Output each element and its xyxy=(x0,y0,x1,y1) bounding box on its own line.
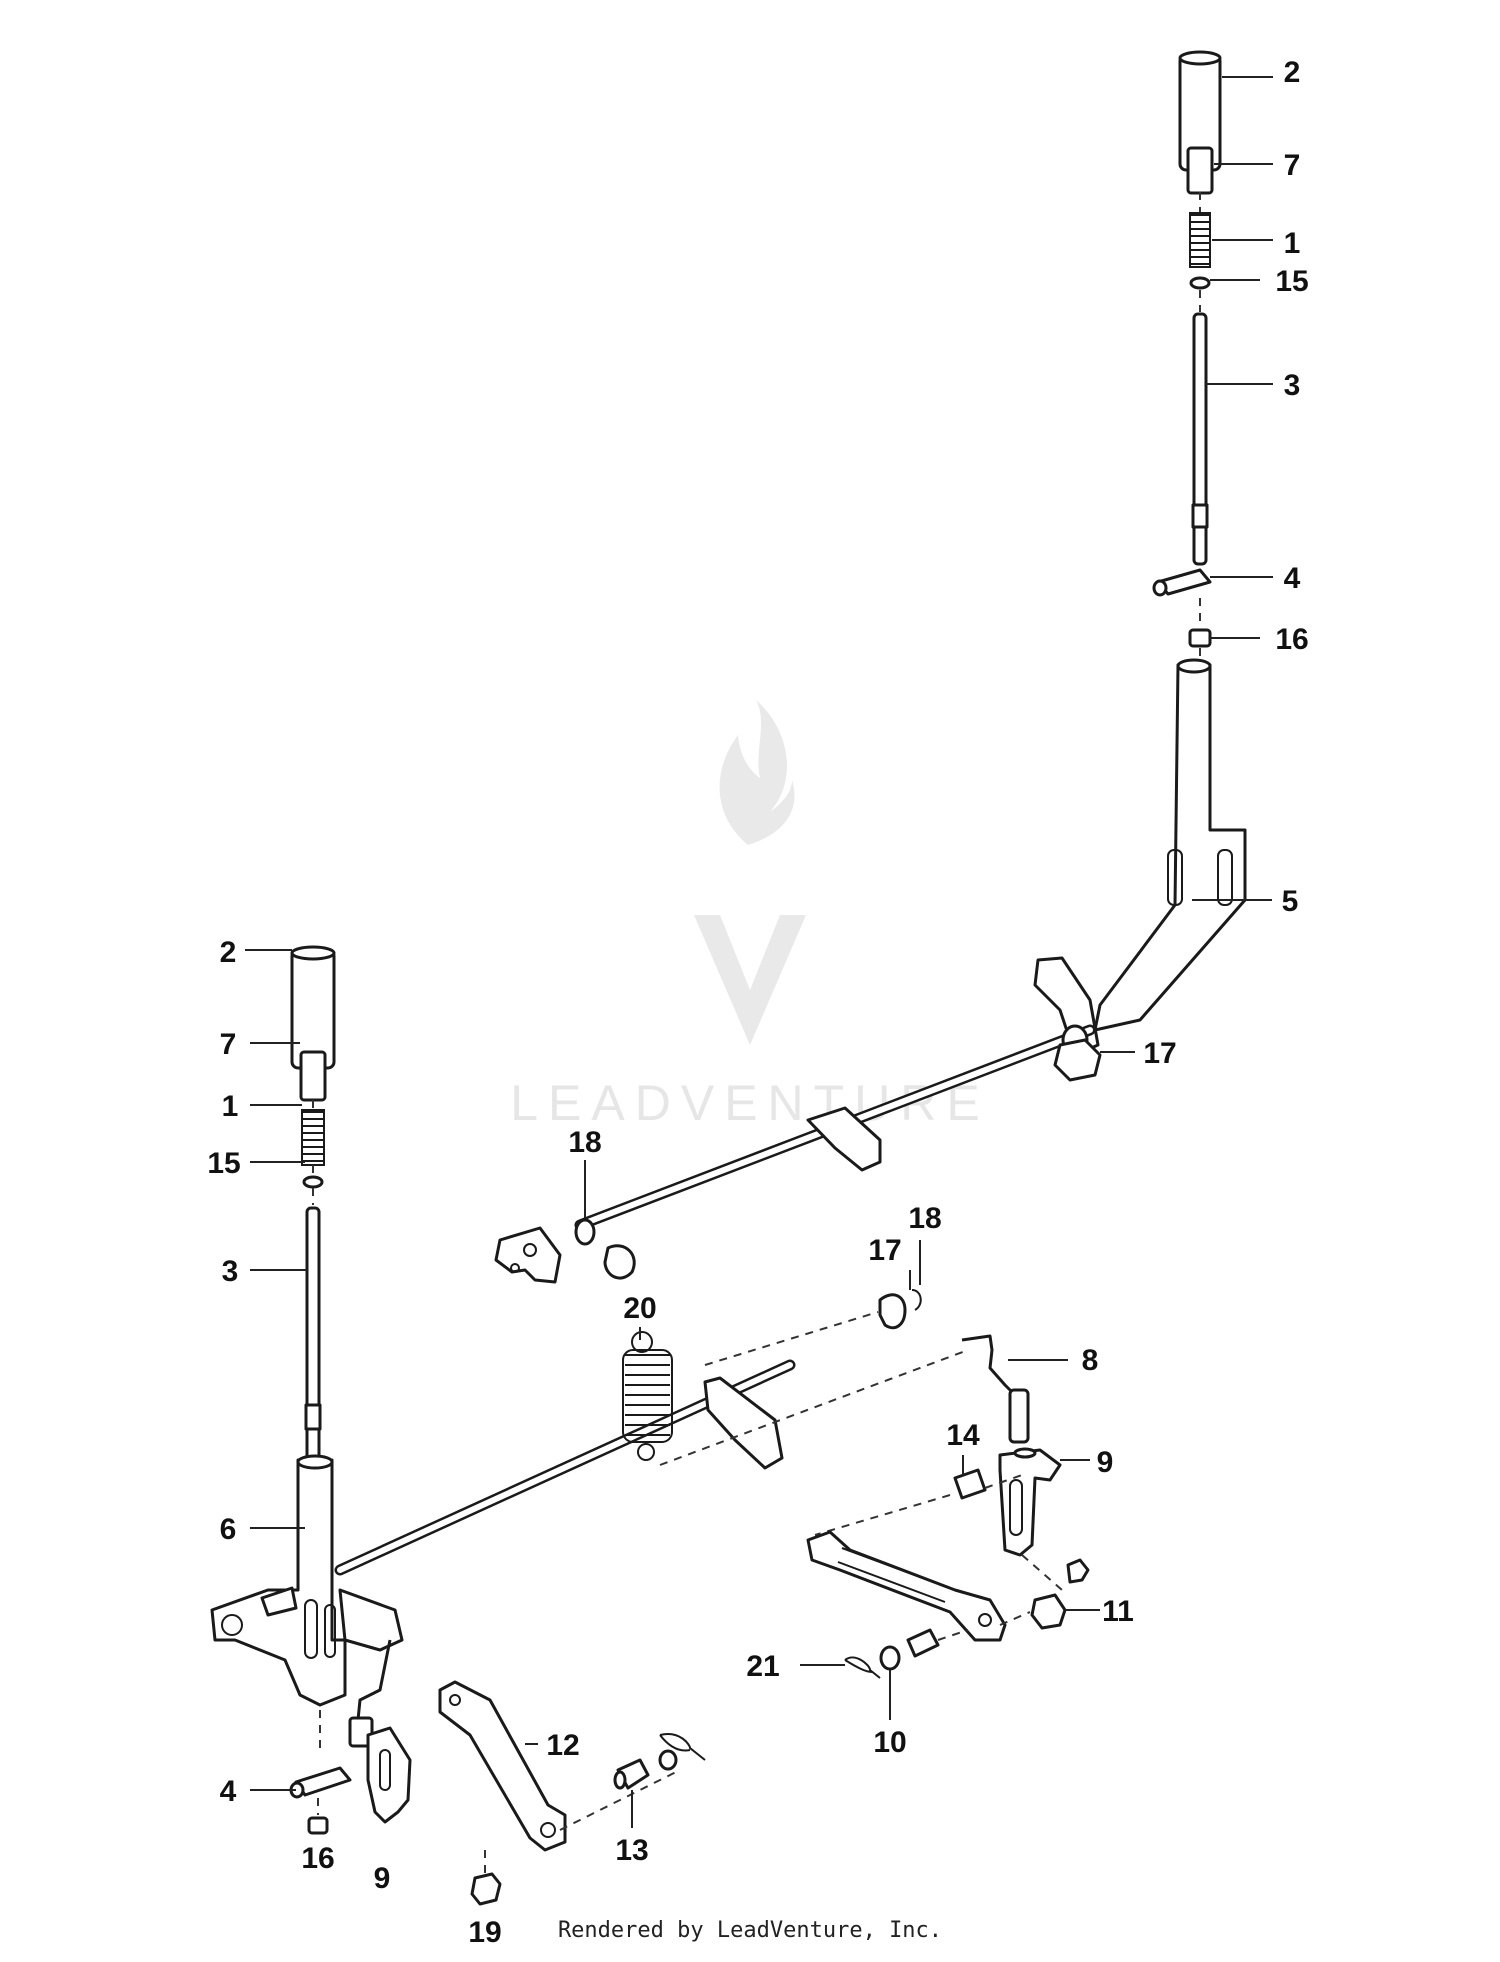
right-washer-part xyxy=(1189,276,1211,290)
callout-r7: 7 xyxy=(1284,149,1301,182)
hex-nut-17-part xyxy=(1053,1038,1102,1082)
watermark: LEADVENTURE xyxy=(510,700,990,1131)
left-grip-insert-part xyxy=(299,1050,327,1102)
lower-cross-shaft xyxy=(334,1331,969,1576)
callout-c13: 13 xyxy=(615,1834,648,1867)
left-lower-link xyxy=(438,1680,706,1906)
right-lever-assembly xyxy=(1033,50,1247,1057)
callout-l9: 9 xyxy=(374,1862,391,1895)
callout-r4: 4 xyxy=(1284,562,1301,595)
callout-r17a: 17 xyxy=(1143,1037,1176,1070)
callout-c20: 20 xyxy=(623,1292,656,1325)
upper-cross-shaft xyxy=(494,1024,1102,1284)
left-grip-part xyxy=(290,948,336,1070)
callout-c8: 8 xyxy=(1082,1344,1099,1377)
callout-c14: 14 xyxy=(946,1419,980,1452)
left-washer-part xyxy=(302,1175,324,1189)
pin-right-part xyxy=(906,1628,940,1658)
right-lever-arm-part xyxy=(1093,663,1247,1032)
leader-lines xyxy=(245,76,1273,1828)
callout-r2: 2 xyxy=(1284,56,1301,89)
callout-c17b: 17 xyxy=(868,1234,901,1267)
callout-l4: 4 xyxy=(220,1775,237,1808)
callout-r3: 3 xyxy=(1284,369,1301,402)
right-lower-linkage xyxy=(806,1334,1090,1679)
callout-r16: 16 xyxy=(1275,623,1308,656)
callout-l2: 2 xyxy=(220,936,237,969)
right-grip-insert-part xyxy=(1186,146,1214,195)
washer-10-part xyxy=(879,1645,901,1671)
callout-l15: 15 xyxy=(207,1147,240,1180)
left-nut-part xyxy=(307,1816,329,1835)
callout-r1: 1 xyxy=(1284,227,1301,260)
clip-washer-part xyxy=(658,1749,678,1771)
left-lever-arm-part xyxy=(210,1458,347,1707)
lower-shaft-bracket-part xyxy=(703,1376,784,1470)
bushing-upper-part xyxy=(603,1244,636,1280)
link-12-right-part xyxy=(806,1530,1007,1642)
right-spring-part xyxy=(1190,214,1210,265)
callout-l19: 19 xyxy=(468,1916,501,1949)
left-link-rod-part xyxy=(356,1639,392,1721)
callout-c18b: 18 xyxy=(908,1202,941,1235)
callout-l7: 7 xyxy=(220,1028,237,1061)
pivot-arm-9-right-part xyxy=(998,1448,1062,1557)
middle-bushing-group xyxy=(704,1289,922,1366)
watermark-text: LEADVENTURE xyxy=(510,1075,990,1131)
callout-c10: 10 xyxy=(873,1726,906,1759)
callout-c9r: 9 xyxy=(1097,1446,1114,1479)
callout-r15: 15 xyxy=(1275,265,1308,298)
callout-c21: 21 xyxy=(746,1650,779,1683)
shaft-bracket-part xyxy=(806,1106,882,1172)
right-nut-part xyxy=(1188,628,1212,648)
footer-credit: Rendered by LeadVenture, Inc. xyxy=(557,1918,943,1943)
spring-20-part xyxy=(625,1354,670,1436)
left-spring-part xyxy=(302,1111,324,1162)
callout-l3: 3 xyxy=(222,1255,239,1288)
watermark-v-logo-icon xyxy=(694,915,806,1045)
callout-c18a: 18 xyxy=(568,1126,601,1159)
watermark-flame-icon xyxy=(719,700,795,845)
callout-labels: 2 7 1 15 3 4 16 5 17 2 7 1 15 3 6 4 16 9… xyxy=(207,56,1308,1949)
callout-l16: 16 xyxy=(301,1842,334,1875)
hairpin-clip-part xyxy=(659,1733,706,1761)
hairpin-21-part xyxy=(844,1656,881,1679)
nut-19-part xyxy=(470,1872,502,1906)
left-lever-assembly xyxy=(210,945,412,1835)
callout-l6: 6 xyxy=(220,1513,237,1546)
callout-r5: 5 xyxy=(1282,885,1299,918)
callout-c11: 11 xyxy=(1102,1595,1134,1628)
callout-c12: 12 xyxy=(546,1729,579,1762)
nut-upper-right-part xyxy=(1066,1558,1090,1584)
bolt-14-part xyxy=(953,1468,987,1500)
callout-l1: 1 xyxy=(222,1090,239,1123)
nut-11-part xyxy=(1030,1593,1067,1630)
link-12-part xyxy=(438,1680,567,1852)
right-rod-part xyxy=(1192,312,1208,566)
